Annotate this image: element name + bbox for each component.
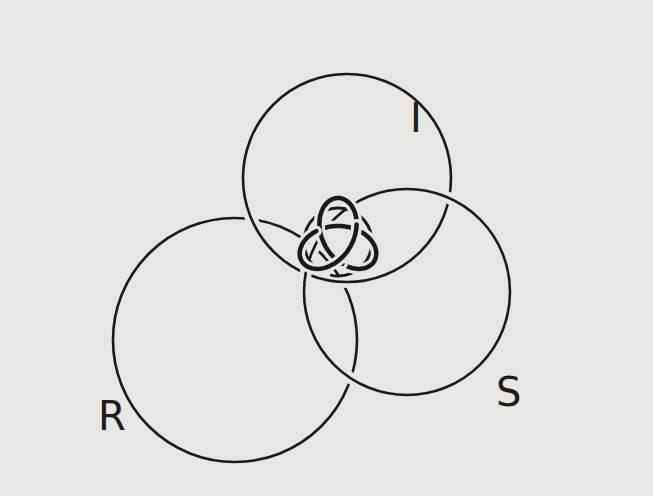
knot-halo — [300, 224, 357, 269]
ring-halo — [304, 189, 510, 395]
ring-label: S — [496, 372, 521, 412]
ring-label: I — [410, 98, 422, 138]
knot-strand — [300, 224, 357, 269]
trefoil-knot — [300, 198, 377, 276]
ring-label: R — [98, 396, 126, 436]
ring-i — [243, 74, 451, 282]
ring-halo — [243, 74, 451, 282]
ring-s — [304, 189, 510, 395]
